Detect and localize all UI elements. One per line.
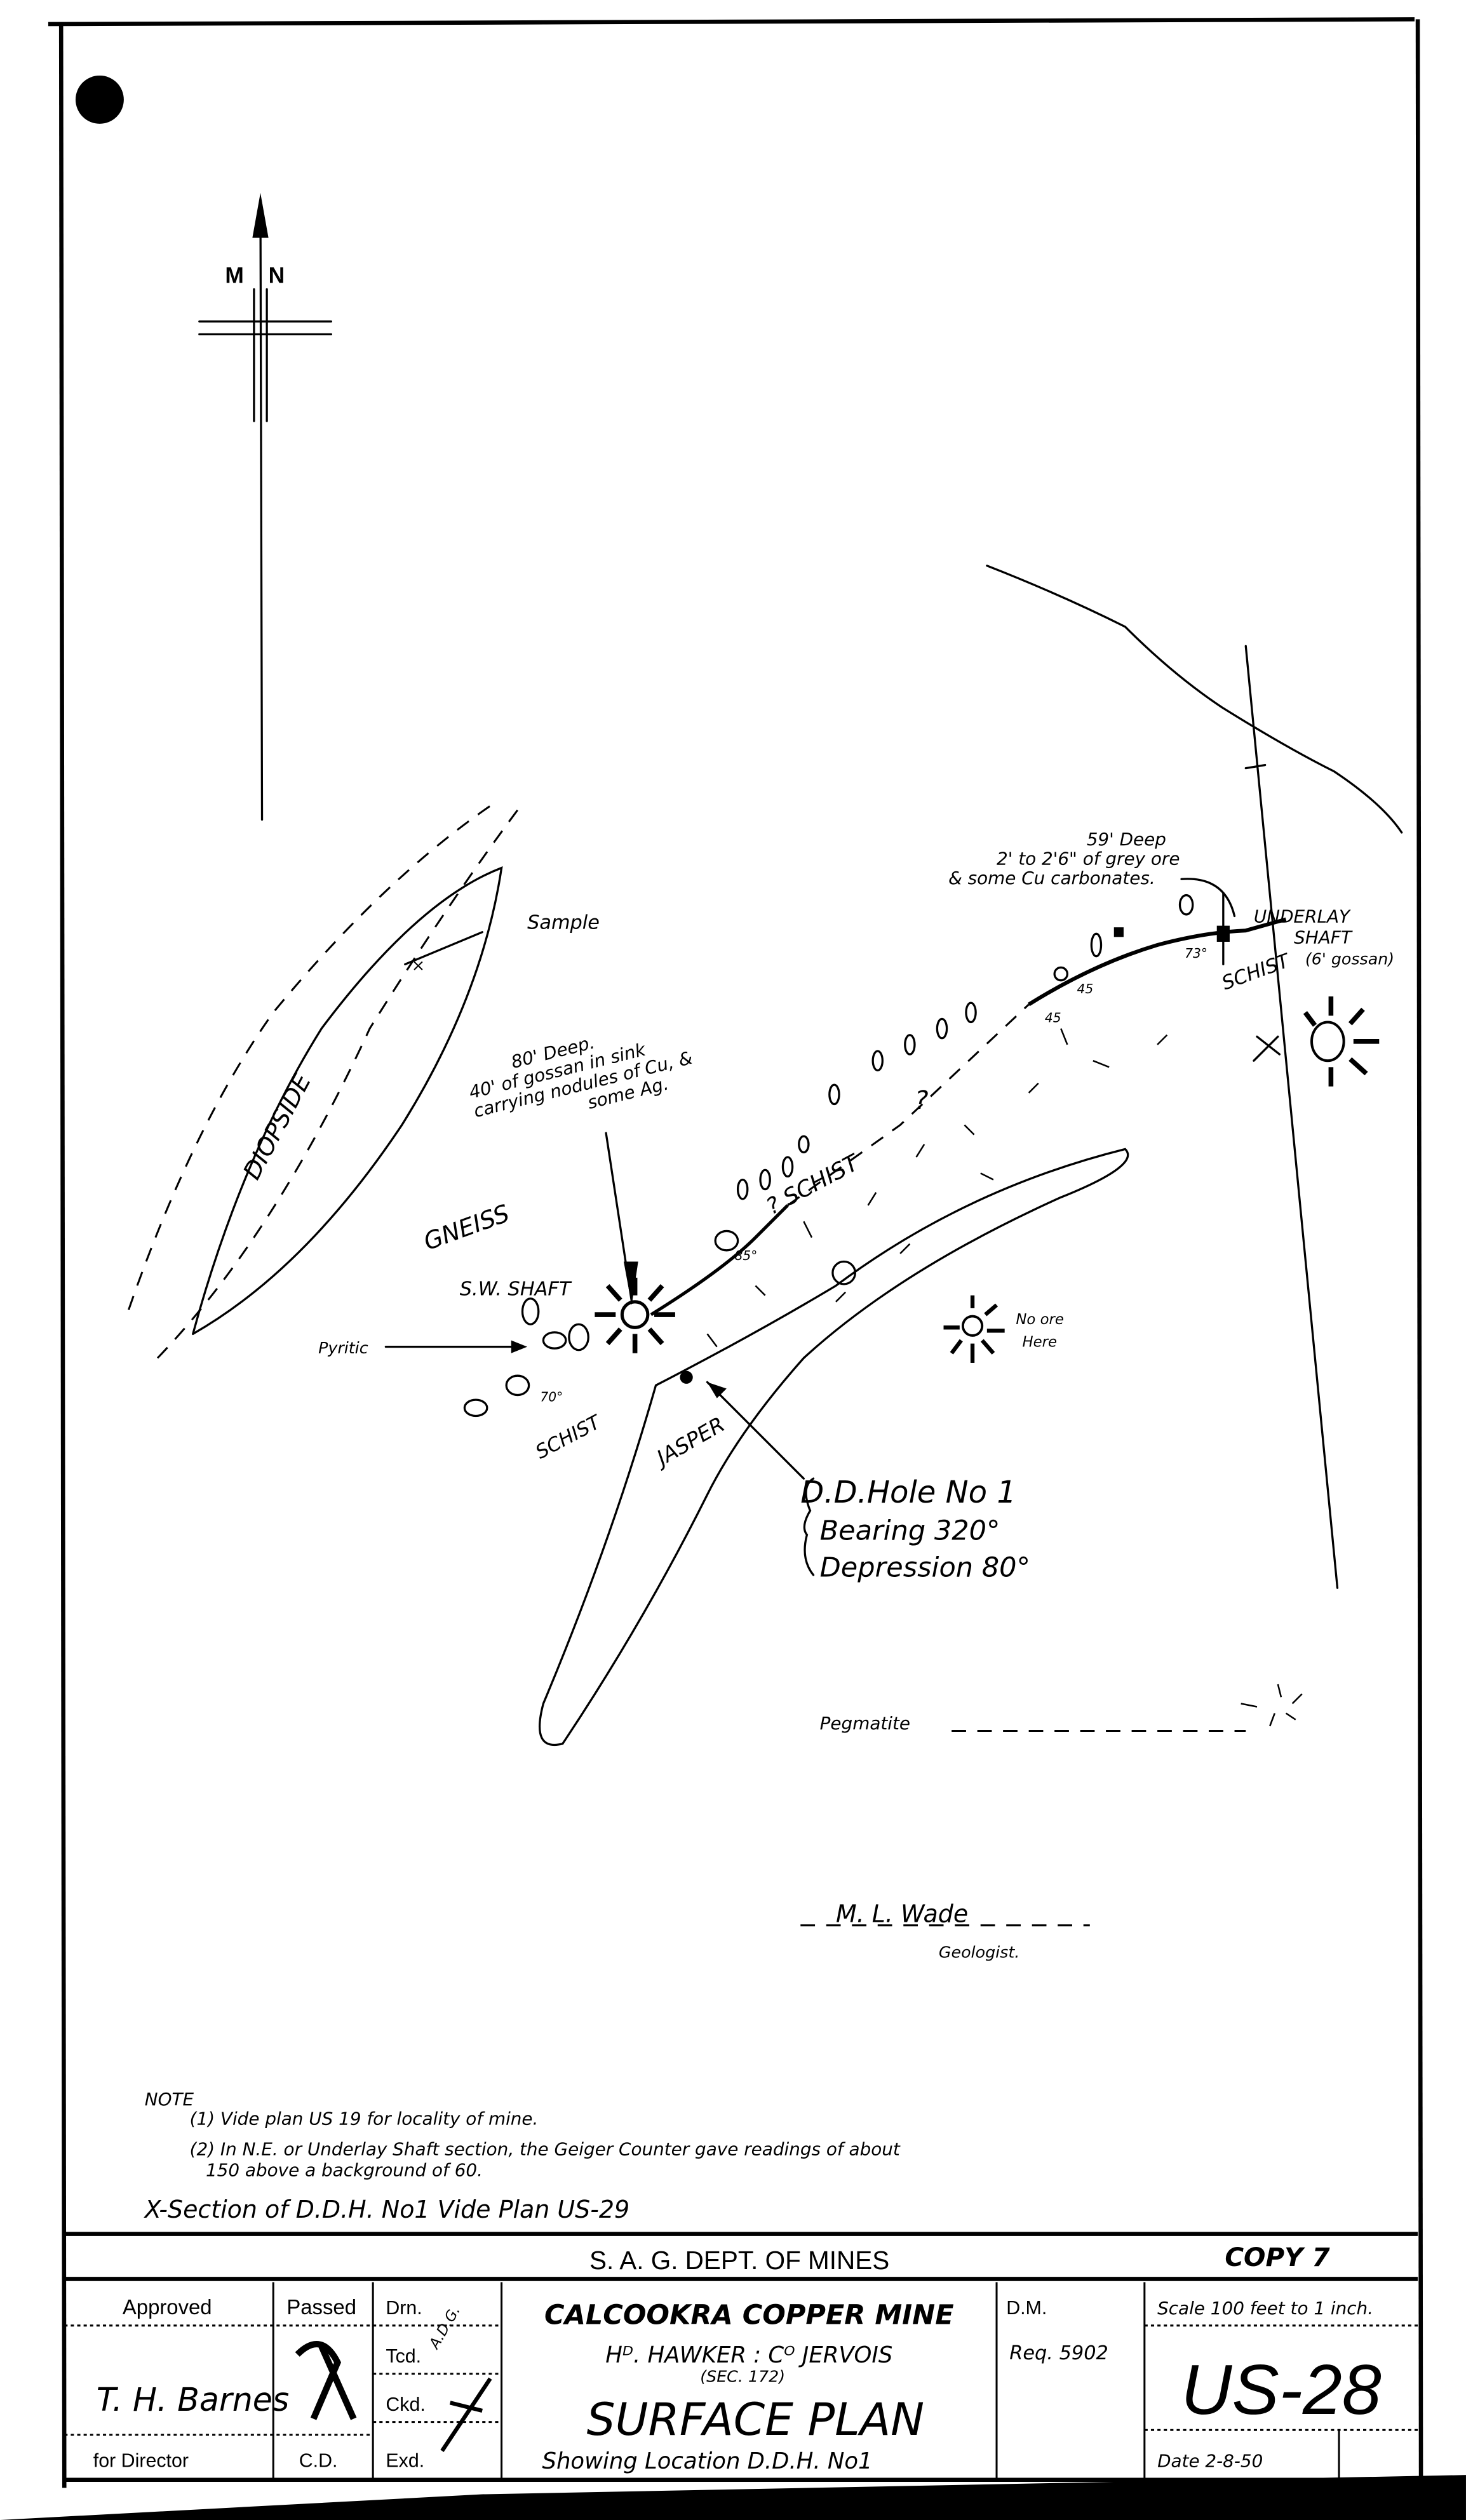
title-block: S. A. G. DEPT. OF MINES COPY 7 Approved … <box>64 2232 1418 2517</box>
section-number: (SEC. 172) <box>700 2367 785 2385</box>
underlay-label: SHAFT <box>1294 927 1353 948</box>
copy-number: COPY 7 <box>1225 2242 1330 2272</box>
creek-line <box>986 565 1403 834</box>
pegmatite-label: Pegmatite <box>820 1713 910 1734</box>
drawn-label: Drn. <box>386 2298 422 2319</box>
notes: NOTE (1) Vide plan US 19 for locality of… <box>144 2089 901 2223</box>
gossan-scatter <box>706 1028 1168 1348</box>
sw-shaft-label: S.W. SHAFT <box>460 1278 572 1301</box>
passed-initials <box>295 2341 357 2420</box>
pegmatite-symbol <box>1241 1684 1303 1727</box>
lode-line <box>650 1204 789 1317</box>
ddh-depression: Depression 80° <box>820 1552 1030 1584</box>
examined-label: Exd. <box>386 2450 424 2471</box>
lode-inferred <box>787 1003 1030 1207</box>
jasper-outcrop <box>538 1148 1129 1746</box>
underlay-label: UNDERLAY <box>1254 906 1351 927</box>
ddh-title: D.D.Hole No 1 <box>800 1475 1016 1510</box>
underlay-annotation: 59' Deep 2' to 2'6" of grey ore & some C… <box>948 829 1394 968</box>
pyritic-label: Pyritic <box>318 1339 368 1357</box>
schist-ne-label: SCHIST <box>1219 949 1294 995</box>
dip-label: 45 <box>1045 1010 1061 1025</box>
plan-number: US-28 <box>1181 2350 1382 2429</box>
magnetic-north-label: M <box>225 262 244 288</box>
department-title: S. A. G. DEPT. OF MINES <box>589 2246 889 2275</box>
gneiss-label: GNEISS <box>420 1199 513 1256</box>
scale-label: Scale 100 feet to 1 inch. <box>1157 2298 1373 2319</box>
north-arrow-icon: M N <box>198 192 332 821</box>
true-north-label: N <box>269 262 285 288</box>
punch-hole <box>75 75 124 124</box>
checked-label: Ckd. <box>386 2394 425 2415</box>
dip-label: 73° <box>1185 946 1207 961</box>
lode-line-ne <box>1028 917 1287 1007</box>
plan-subtitle: Showing Location D.D.H. No1 <box>542 2448 873 2474</box>
scan-shadow <box>0 2475 1466 2520</box>
mine-name: CALCOOKRA COPPER MINE <box>544 2299 954 2331</box>
query-label: ? <box>915 1085 928 1115</box>
sample-label: Sample <box>527 912 600 934</box>
note-line: 2' to 2'6" of grey ore <box>997 848 1180 869</box>
dip-label: 70° <box>540 1390 563 1405</box>
ddh-bearing: Bearing 320° <box>820 1515 1000 1546</box>
gossan-shaft-symbol <box>1303 996 1380 1087</box>
note-item: (1) Vide plan US 19 for locality of mine… <box>190 2108 539 2129</box>
pit-symbol <box>1113 927 1124 937</box>
dip-label: 85° <box>735 1248 758 1263</box>
note-line: & some Cu carbonates. <box>948 868 1155 888</box>
approved-signature: T. H. Barnes <box>97 2381 289 2418</box>
file-reference: 6230/242 <box>1215 2486 1358 2517</box>
drawn-initials: A.D.G. <box>426 2303 464 2353</box>
sheet-border <box>0 17 1466 2520</box>
jasper-label: JASPER <box>649 1412 729 1472</box>
requisition-number: Req. 5902 <box>1009 2342 1108 2364</box>
note-item: 150 above a background of 60. <box>206 2159 483 2180</box>
hundred-county: Hᴰ. HAWKER : Cᴼ JERVOIS <box>605 2342 892 2368</box>
ddh-leader <box>706 1381 805 1480</box>
no-ore-label: Here <box>1023 1334 1058 1351</box>
fence-line <box>1244 645 1339 1589</box>
xsection-reference: X-Section of D.D.H. No1 Vide Plan US-29 <box>144 2195 629 2223</box>
traced-label: Tcd. <box>386 2346 421 2367</box>
passed-label: Passed <box>286 2295 356 2319</box>
ddh-collar <box>680 1371 693 1384</box>
schist-sw-label: SCHIST <box>532 1411 606 1464</box>
geologist-signature: M. L. Wade <box>836 1900 968 1928</box>
cd-label: C.D. <box>299 2450 338 2471</box>
underlay-label: (6' gossan) <box>1305 949 1394 968</box>
note-line: 59' Deep <box>1087 829 1166 850</box>
plan-title: SURFACE PLAN <box>587 2393 925 2446</box>
dm-label: D.M. <box>1006 2298 1047 2319</box>
director-label: for Director <box>93 2450 189 2471</box>
note-item: (2) In N.E. or Underlay Shaft section, t… <box>190 2139 901 2160</box>
no-ore-shaft-symbol <box>943 1295 1005 1363</box>
dip-label: 45 <box>1077 981 1094 996</box>
sw-shaft-annotation: 80' Deep. 40' of gossan in sink carrying… <box>467 1032 695 1122</box>
outcrop-lenses <box>463 894 1194 1418</box>
checked-initials <box>440 2377 492 2452</box>
notes-heading: NOTE <box>145 2089 194 2110</box>
approved-label: Approved <box>123 2295 212 2319</box>
plan-date: Date 2-8-50 <box>1157 2450 1263 2471</box>
geologist-title: Geologist. <box>939 1943 1019 1961</box>
no-ore-label: No ore <box>1016 1311 1064 1328</box>
schist-mid-label: ? SCHIST <box>762 1149 864 1220</box>
sample-mark: × <box>412 956 425 974</box>
sw-shaft-symbol <box>595 1277 675 1353</box>
diopside-label: DIOPSIDE <box>238 1069 316 1184</box>
